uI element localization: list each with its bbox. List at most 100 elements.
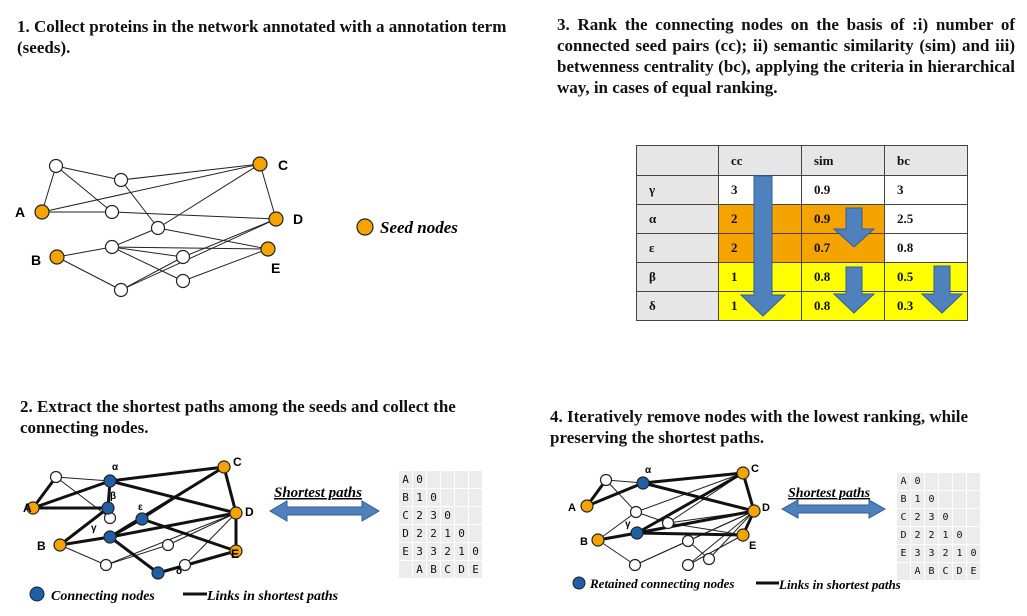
label-b: B <box>580 536 588 548</box>
table-cell: δ <box>636 291 719 321</box>
label-d: D <box>245 505 254 519</box>
label-alpha: α <box>112 462 119 473</box>
seed-node-e <box>736 528 750 542</box>
connecting-node-epsilon <box>135 512 149 526</box>
retained-legend-label: Retained connecting nodes <box>589 576 734 591</box>
table-row: γ 3 0.9 3 <box>636 175 968 205</box>
connecting-legend-icon <box>29 586 45 602</box>
seed-node-b <box>53 538 67 552</box>
step1-heading: 1. Collect proteins in the network annot… <box>17 17 507 57</box>
seed-node-b <box>591 533 605 547</box>
table-cell: 0.8 <box>801 291 885 321</box>
node <box>681 534 695 548</box>
links-legend-label: Links in shortest paths <box>206 589 339 604</box>
label-beta: β <box>110 491 116 502</box>
label-e: E <box>231 547 239 561</box>
label-a: A <box>23 501 32 515</box>
label-d: D <box>762 502 770 514</box>
table-row: ε 2 0.7 0.8 <box>636 233 968 263</box>
seed-node-a <box>580 499 594 513</box>
network-step1 <box>41 163 277 291</box>
seed-node-e <box>229 544 243 558</box>
seed-node-b <box>49 249 65 265</box>
table-cell: α <box>636 204 719 234</box>
label-c: C <box>751 463 759 475</box>
table-cell: 2.5 <box>884 204 968 234</box>
retained-legend-icon <box>572 576 586 590</box>
seed-legend-icon <box>356 218 374 236</box>
links-legend-label-4: Links in shortest paths <box>778 577 901 592</box>
node <box>161 538 175 552</box>
step4-heading: 4. Iteratively remove nodes with the low… <box>550 407 969 447</box>
node <box>599 473 613 487</box>
label-alpha: α <box>645 465 652 476</box>
table-header-row: cc sim bc <box>636 145 968 176</box>
table-header: sim <box>801 145 885 176</box>
table-cell: 0.9 <box>801 204 885 234</box>
seed-node-d <box>229 506 243 520</box>
shortest-paths-label: Shortest paths <box>274 485 362 501</box>
node <box>628 558 642 572</box>
table-row: δ 1 0.8 0.3 <box>636 291 968 321</box>
connecting-legend-label: Connecting nodes <box>51 589 155 604</box>
label-delta: δ <box>176 566 182 577</box>
table-cell: β <box>636 262 719 292</box>
table-cell: 0.5 <box>884 262 968 292</box>
label-e: E <box>749 540 756 552</box>
node <box>661 516 675 530</box>
connecting-node-alpha <box>103 474 117 488</box>
table-row: β 1 0.8 0.5 <box>636 262 968 292</box>
table-cell: ε <box>636 233 719 263</box>
node <box>49 470 63 484</box>
label-epsilon: ε <box>138 502 143 513</box>
node <box>99 558 113 572</box>
table-cell: 1 <box>718 291 802 321</box>
table-cell: 3 <box>718 175 802 205</box>
step3-heading: 3. Rank the connecting nodes on the basi… <box>557 15 1015 97</box>
table-cell: 3 <box>884 175 968 205</box>
node <box>702 552 716 566</box>
network-step4-labels: A B C D E α γ <box>568 463 770 552</box>
ranking-table: cc sim bc γ 3 0.9 3 α 2 0.9 2.5 ε 2 0.7 … <box>636 145 968 321</box>
label-d: D <box>293 211 303 227</box>
label-b: B <box>31 252 41 268</box>
label-a: A <box>15 204 25 220</box>
node <box>104 204 120 220</box>
table-header: bc <box>884 145 968 176</box>
seed-node-c <box>736 466 750 480</box>
node <box>175 273 191 289</box>
table-cell: 2 <box>718 233 802 263</box>
node <box>113 172 129 188</box>
table-cell: 0.8 <box>884 233 968 263</box>
node <box>150 220 166 236</box>
node <box>113 282 129 298</box>
step2-heading: 2. Extract the shortest paths among the … <box>20 397 456 437</box>
connecting-node-gamma <box>103 530 117 544</box>
node <box>681 558 695 572</box>
table-cell: γ <box>636 175 719 205</box>
table-cell: 1 <box>718 262 802 292</box>
label-e: E <box>271 260 280 276</box>
network-step2-shortest-links <box>31 465 238 575</box>
double-arrow-icon <box>269 500 380 522</box>
label-c: C <box>233 455 242 469</box>
label-gamma: γ <box>625 519 631 530</box>
seed-node-e <box>260 241 276 257</box>
label-b: B <box>37 539 46 553</box>
network-step1-nodes <box>34 156 284 298</box>
table-cell: 0.9 <box>801 175 885 205</box>
retained-node-gamma <box>630 526 644 540</box>
seed-node-d <box>268 211 284 227</box>
table-row: α 2 0.9 2.5 <box>636 204 968 234</box>
label-c: C <box>278 157 288 173</box>
node <box>104 239 120 255</box>
seed-node-a <box>34 204 50 220</box>
table-cell: 0.8 <box>801 262 885 292</box>
table-cell: 0.3 <box>884 291 968 321</box>
network-step4-thin <box>597 472 755 566</box>
seed-node-c <box>252 156 268 172</box>
shortest-paths-label-4: Shortest paths <box>788 486 871 501</box>
label-a: A <box>568 502 576 514</box>
